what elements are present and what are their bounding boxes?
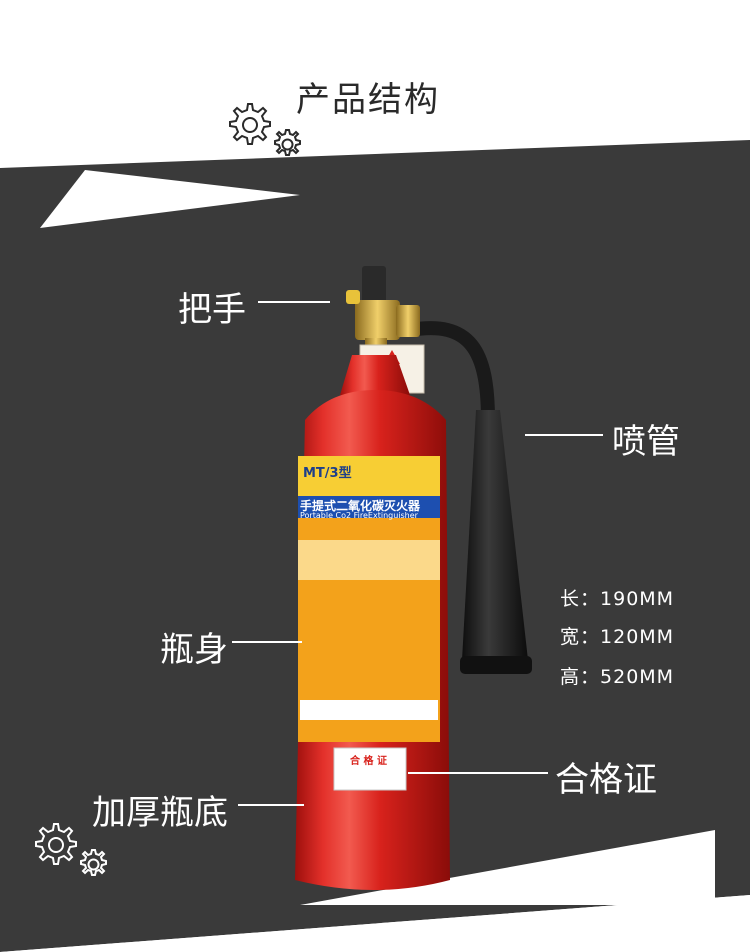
- callout-certificate: 合格证: [555, 760, 657, 800]
- dimension-length: 长：190MM: [560, 584, 674, 611]
- dimension-key: 长：: [560, 588, 601, 610]
- callout-line-nozzle: [525, 434, 603, 436]
- gear-icon: [229, 103, 301, 156]
- dimension-value: 520MM: [600, 666, 675, 688]
- callout-handle: 把手: [178, 290, 246, 330]
- dimension-height: 高：520MM: [560, 662, 674, 689]
- callout-line-base: [238, 804, 304, 806]
- certificate-title: 合 格 证: [350, 756, 387, 767]
- dimension-key: 高：: [560, 666, 601, 688]
- callout-nozzle: 喷管: [612, 422, 680, 462]
- page-title: 产品结构: [296, 80, 440, 120]
- callout-line-body: [232, 641, 302, 643]
- dimension-key: 宽：: [560, 626, 601, 648]
- callout-base: 加厚瓶底: [92, 793, 228, 833]
- gear-icon: [35, 823, 107, 876]
- callout-body: 瓶身: [160, 630, 228, 670]
- product-model: MT/3型: [303, 466, 352, 481]
- dimension-width: 宽：120MM: [560, 622, 674, 649]
- dimension-value: 120MM: [600, 626, 675, 648]
- product-name-en: Portable Co2 FireExtinguisher: [300, 511, 418, 520]
- callout-line-certificate: [408, 772, 548, 774]
- callout-line-handle: [258, 301, 330, 303]
- product-name: 手提式二氧化碳灭火器: [300, 499, 421, 513]
- dimension-value: 190MM: [600, 588, 675, 610]
